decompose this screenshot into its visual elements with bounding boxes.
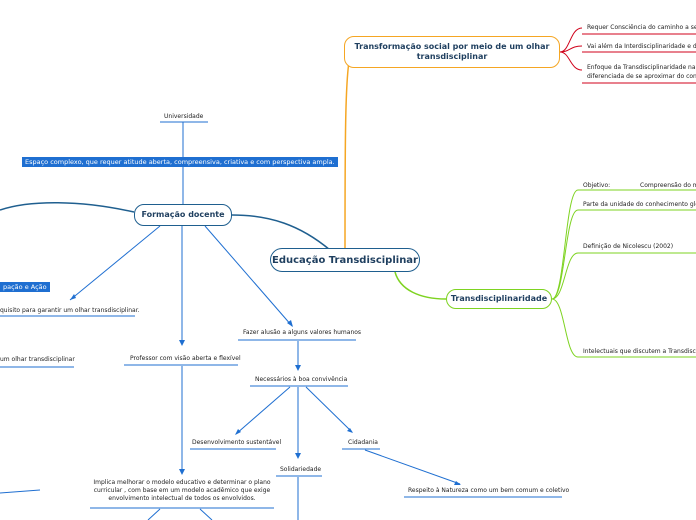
espaco-box[interactable]: Espaço complexo, que requer atitude aber…: [22, 157, 338, 167]
connector-root-transdisciplinaridade: [394, 271, 447, 300]
implica-text[interactable]: Implica melhorar o modelo educativo e de…: [92, 479, 272, 503]
intelectuais-label[interactable]: Intelectuais que discutem a Transdiscipl…: [583, 348, 696, 355]
transformacao-item-2[interactable]: Vai além da Interdisciplinaridade e da M: [587, 43, 696, 50]
olhar-label[interactable]: um olhar transdisciplinar: [0, 356, 75, 363]
acao-box[interactable]: pação e Ação: [0, 282, 50, 292]
transformacao-item-3a[interactable]: Enfoque da Transdisciplinaridade na co: [587, 64, 696, 71]
objetivo-label[interactable]: Objetivo:: [583, 182, 611, 189]
implica-line-2: curricular , com base em um modelo acadê…: [93, 487, 271, 494]
transdisciplinaridade-label: Transdisciplinaridade: [450, 294, 548, 303]
connector-root-transformacao: [344, 49, 353, 249]
nicolescu-label[interactable]: Definição de Nicolescu (2002): [583, 243, 674, 250]
root-label: Educação Transdisciplinar: [272, 254, 418, 266]
cidadania-label[interactable]: Cidadania: [348, 439, 378, 446]
desenvolvimento-label[interactable]: Desenvolvimento sustentável: [192, 439, 282, 446]
implica-line-3: envolvimento intelectual de todos os env…: [108, 495, 256, 502]
transformacao-node[interactable]: Transformação social por meio de um olha…: [344, 36, 560, 68]
unidade-label[interactable]: Parte da unidade do conhecimento globa: [583, 201, 696, 208]
transformacao-label-1: Transformação social por meio de um olha…: [354, 42, 550, 51]
transformacao-item-1[interactable]: Requer Consciência do caminho a segu: [587, 24, 696, 31]
root-node[interactable]: Educação Transdisciplinar: [270, 248, 420, 272]
transdisciplinaridade-node[interactable]: Transdisciplinaridade: [446, 289, 552, 309]
requisito-label[interactable]: quisito para garantir um olhar transdisc…: [0, 307, 140, 314]
solidariedade-label[interactable]: Solidariedade: [280, 466, 322, 473]
transformacao-label-2: transdisciplinar: [416, 52, 488, 61]
formacao-node[interactable]: Formação docente: [134, 204, 232, 226]
compreensao-label[interactable]: Compreensão do m: [640, 182, 696, 189]
valores-label[interactable]: Fazer alusão a alguns valores humanos: [243, 329, 362, 336]
formacao-label: Formação docente: [141, 210, 225, 219]
connector-root-formacao: [231, 214, 331, 251]
implica-line-1: Implica melhorar o modelo educativo e de…: [93, 479, 271, 486]
universidade-label[interactable]: Universidade: [164, 113, 204, 120]
professor-label[interactable]: Professor com visão aberta e flexível: [130, 355, 241, 362]
convivencia-label[interactable]: Necessários à boa convivência: [255, 376, 348, 383]
natureza-label[interactable]: Respeito à Natureza como um bem comum e …: [408, 487, 570, 494]
transformacao-item-3b: diferenciada de se aproximar do conhe: [587, 73, 696, 80]
